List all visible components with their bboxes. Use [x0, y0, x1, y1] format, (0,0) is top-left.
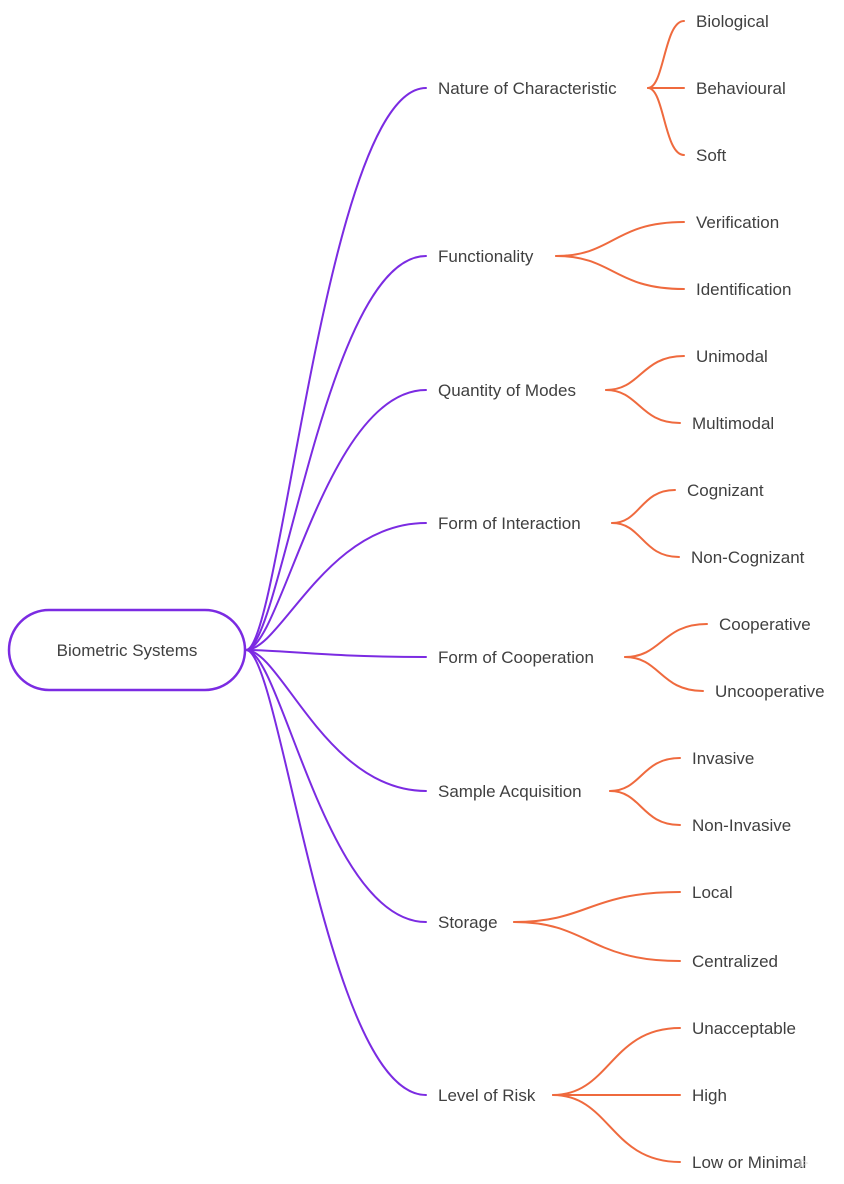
branch-quantity-of-modes[interactable]: Quantity of Modes [438, 381, 576, 400]
branch-form-of-cooperation[interactable]: Form of Cooperation [438, 648, 594, 667]
leaf-non-invasive[interactable]: Non-Invasive [692, 816, 791, 835]
root-node[interactable]: Biometric Systems [7, 608, 247, 692]
connector-root-to-sample-acquisition [245, 649, 427, 792]
leaf-centralized[interactable]: Centralized [692, 952, 778, 971]
connector-root-to-form-of-cooperation [245, 649, 427, 658]
leaf-multimodal[interactable]: Multimodal [692, 414, 774, 433]
connector-root-to-level-of-risk [245, 649, 427, 1096]
connector-functionality-to-identification [555, 255, 685, 290]
connector-root-to-storage [245, 649, 427, 923]
branch-level-of-risk[interactable]: Level of Risk [438, 1086, 536, 1105]
connector-nature-of-characteristic-to-biological [647, 20, 685, 89]
leaf-high[interactable]: High [692, 1086, 727, 1105]
primary-connectors [245, 87, 427, 1096]
branch-functionality[interactable]: Functionality [438, 247, 534, 266]
connector-root-to-quantity-of-modes [245, 389, 427, 651]
connector-level-of-risk-to-low-or-minimal [552, 1094, 681, 1163]
connector-form-of-cooperation-to-cooperative [624, 623, 708, 658]
connector-quantity-of-modes-to-multimodal [605, 389, 681, 424]
connector-form-of-cooperation-to-uncooperative [624, 656, 704, 692]
leaf-non-cognizant[interactable]: Non-Cognizant [691, 548, 805, 567]
connector-storage-to-centralized [513, 921, 681, 962]
leaf-cognizant[interactable]: Cognizant [687, 481, 764, 500]
branch-nature-of-characteristic[interactable]: Nature of Characteristic [438, 79, 617, 98]
leaf-unimodal[interactable]: Unimodal [696, 347, 768, 366]
branch-storage[interactable]: Storage [438, 913, 498, 932]
leaf-behavioural[interactable]: Behavioural [696, 79, 786, 98]
connector-sample-acquisition-to-non-invasive [609, 790, 681, 826]
connector-form-of-interaction-to-cognizant [611, 489, 676, 524]
connector-nature-of-characteristic-to-soft [647, 87, 685, 156]
connector-level-of-risk-to-unacceptable [552, 1027, 681, 1096]
connector-quantity-of-modes-to-unimodal [605, 355, 685, 391]
connector-root-to-nature-of-characteristic [245, 87, 427, 651]
leaf-soft[interactable]: Soft [696, 146, 727, 165]
root-node-label: Biometric Systems [57, 641, 198, 660]
connector-root-to-form-of-interaction [245, 522, 427, 651]
leaf-invasive[interactable]: Invasive [692, 749, 754, 768]
leaf-unacceptable[interactable]: Unacceptable [692, 1019, 796, 1038]
leaf-verification[interactable]: Verification [696, 213, 779, 232]
node-labels: Nature of Characteristic BiologicalBehavi… [438, 12, 825, 1172]
leaf-cooperative[interactable]: Cooperative [719, 615, 811, 634]
connector-form-of-interaction-to-non-cognizant [611, 522, 680, 558]
watermark-glyph: ▷ [800, 1157, 809, 1169]
leaf-uncooperative[interactable]: Uncooperative [715, 682, 825, 701]
leaf-biological[interactable]: Biological [696, 12, 769, 31]
branch-sample-acquisition[interactable]: Sample Acquisition [438, 782, 582, 801]
leaf-local[interactable]: Local [692, 883, 733, 902]
leaf-identification[interactable]: Identification [696, 280, 791, 299]
connector-storage-to-local [513, 891, 681, 923]
connector-sample-acquisition-to-invasive [609, 757, 681, 792]
secondary-connectors [513, 20, 708, 1163]
root-node-shape [7, 608, 247, 692]
connector-functionality-to-verification [555, 221, 685, 257]
leaf-low-or-minimal[interactable]: Low or Minimal [692, 1153, 806, 1172]
connector-root-to-functionality [245, 255, 427, 651]
branch-form-of-interaction[interactable]: Form of Interaction [438, 514, 581, 533]
